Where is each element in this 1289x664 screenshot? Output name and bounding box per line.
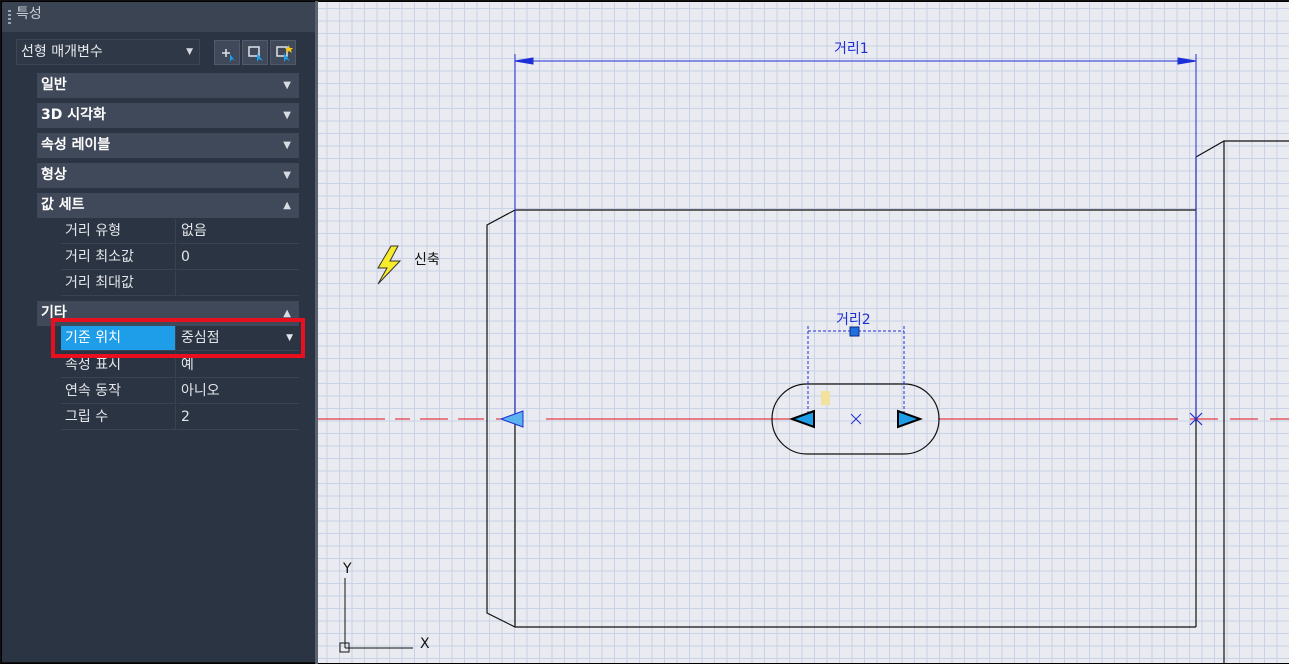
property-value: 중심점 bbox=[181, 330, 220, 346]
section-label: 3D 시각화 bbox=[41, 107, 106, 123]
chevron-down-icon: ▼ bbox=[286, 333, 293, 343]
dimension-2-label[interactable]: 거리2 bbox=[836, 312, 871, 328]
property-row-chain-actions[interactable]: 연속 동작 아니오 bbox=[61, 379, 299, 405]
slot-shape[interactable] bbox=[771, 383, 940, 455]
property-key: 거리 최대값 bbox=[61, 271, 176, 296]
svg-text:X: X bbox=[420, 636, 430, 652]
property-row-show-properties[interactable]: 속성 표시 예 bbox=[61, 353, 299, 379]
center-point-marker[interactable] bbox=[850, 413, 862, 425]
property-value[interactable]: 0 bbox=[177, 245, 299, 270]
chevron-down-icon: ▼ bbox=[283, 80, 291, 91]
property-row-distance-min[interactable]: 거리 최소값 0 bbox=[61, 245, 299, 271]
drawing-canvas[interactable]: 거리1 거리2 신축 bbox=[318, 2, 1289, 663]
stretch-grip-right[interactable] bbox=[897, 409, 923, 429]
property-row-distance-max[interactable]: 거리 최대값 bbox=[61, 271, 299, 297]
svg-text:Y: Y bbox=[342, 561, 352, 577]
section-3d-visualization[interactable]: 3D 시각화 ▼ bbox=[37, 103, 299, 128]
palette-splitter[interactable] bbox=[315, 1, 318, 664]
chevron-down-icon: ▼ bbox=[283, 170, 291, 181]
part-outline[interactable] bbox=[486, 140, 1289, 663]
ucs-y-axis-label: Y bbox=[342, 561, 352, 577]
property-row-base-location[interactable]: 기준 위치 중심점 ▼ bbox=[61, 326, 299, 352]
property-key: 그립 수 bbox=[61, 405, 176, 430]
dimension-1[interactable] bbox=[514, 54, 1197, 419]
quick-select-button[interactable] bbox=[214, 40, 240, 65]
ucs-x-axis-label: X bbox=[420, 636, 430, 652]
object-type-dropdown[interactable]: 선형 매개변수 ▼ bbox=[16, 39, 200, 65]
chevron-up-icon: ▲ bbox=[283, 200, 291, 211]
dimension-1-label[interactable]: 거리1 bbox=[834, 41, 869, 57]
toggle-pickadd-button[interactable] bbox=[270, 40, 296, 65]
quick-select-icon bbox=[222, 49, 235, 62]
parameter-icon bbox=[821, 391, 830, 405]
highlight-box bbox=[51, 318, 305, 358]
property-key: 속성 표시 bbox=[61, 353, 176, 378]
chevron-down-icon: ▼ bbox=[186, 47, 193, 57]
property-key: 연속 동작 bbox=[61, 379, 176, 404]
section-value-set[interactable]: 값 세트 ▲ bbox=[37, 193, 299, 218]
property-value[interactable]: 예 bbox=[177, 353, 299, 378]
drawing-svg[interactable]: 거리1 거리2 신축 bbox=[318, 2, 1289, 663]
properties-palette: 특성 선형 매개변수 ▼ 일반 bbox=[2, 2, 315, 662]
section-label: 기타 bbox=[41, 305, 67, 321]
property-key: 기준 위치 bbox=[61, 326, 176, 351]
chevron-up-icon: ▲ bbox=[283, 308, 291, 319]
base-location-dropdown[interactable]: 중심점 ▼ bbox=[177, 326, 299, 351]
endpoint-marker[interactable] bbox=[1189, 412, 1203, 426]
property-key: 거리 유형 bbox=[61, 219, 176, 244]
toggle-pickadd-icon bbox=[276, 45, 293, 62]
property-value[interactable]: 아니오 bbox=[177, 379, 299, 404]
select-objects-icon bbox=[248, 46, 263, 62]
property-value[interactable]: 없음 bbox=[177, 219, 299, 244]
chevron-down-icon: ▼ bbox=[283, 140, 291, 151]
section-label: 속성 레이블 bbox=[41, 137, 111, 153]
palette-title-bar[interactable]: 특성 bbox=[2, 2, 315, 32]
property-value[interactable] bbox=[177, 271, 299, 296]
ucs-icon bbox=[339, 578, 413, 653]
section-geometry[interactable]: 형상 ▼ bbox=[37, 163, 299, 188]
stretch-action-label[interactable]: 신축 bbox=[414, 252, 440, 268]
property-value[interactable]: 2 bbox=[177, 405, 299, 430]
property-row-distance-type[interactable]: 거리 유형 없음 bbox=[61, 219, 299, 245]
property-row-number-of-grips[interactable]: 그립 수 2 bbox=[61, 405, 299, 431]
select-objects-button[interactable] bbox=[242, 40, 268, 65]
palette-title: 특성 bbox=[16, 6, 42, 22]
dimension-2-grip[interactable] bbox=[849, 326, 860, 337]
base-point-grip[interactable] bbox=[499, 410, 524, 428]
stretch-grip-left[interactable] bbox=[789, 409, 815, 429]
section-label: 형상 bbox=[41, 167, 67, 183]
lightning-icon[interactable] bbox=[377, 245, 402, 285]
object-type-value: 선형 매개변수 bbox=[21, 44, 103, 60]
grip-icon[interactable] bbox=[8, 10, 11, 24]
chevron-down-icon: ▼ bbox=[283, 110, 291, 121]
section-general[interactable]: 일반 ▼ bbox=[37, 73, 299, 98]
section-property-labels[interactable]: 속성 레이블 ▼ bbox=[37, 133, 299, 158]
section-label: 값 세트 bbox=[41, 197, 85, 213]
section-label: 일반 bbox=[41, 77, 67, 93]
property-key: 거리 최소값 bbox=[61, 245, 176, 270]
